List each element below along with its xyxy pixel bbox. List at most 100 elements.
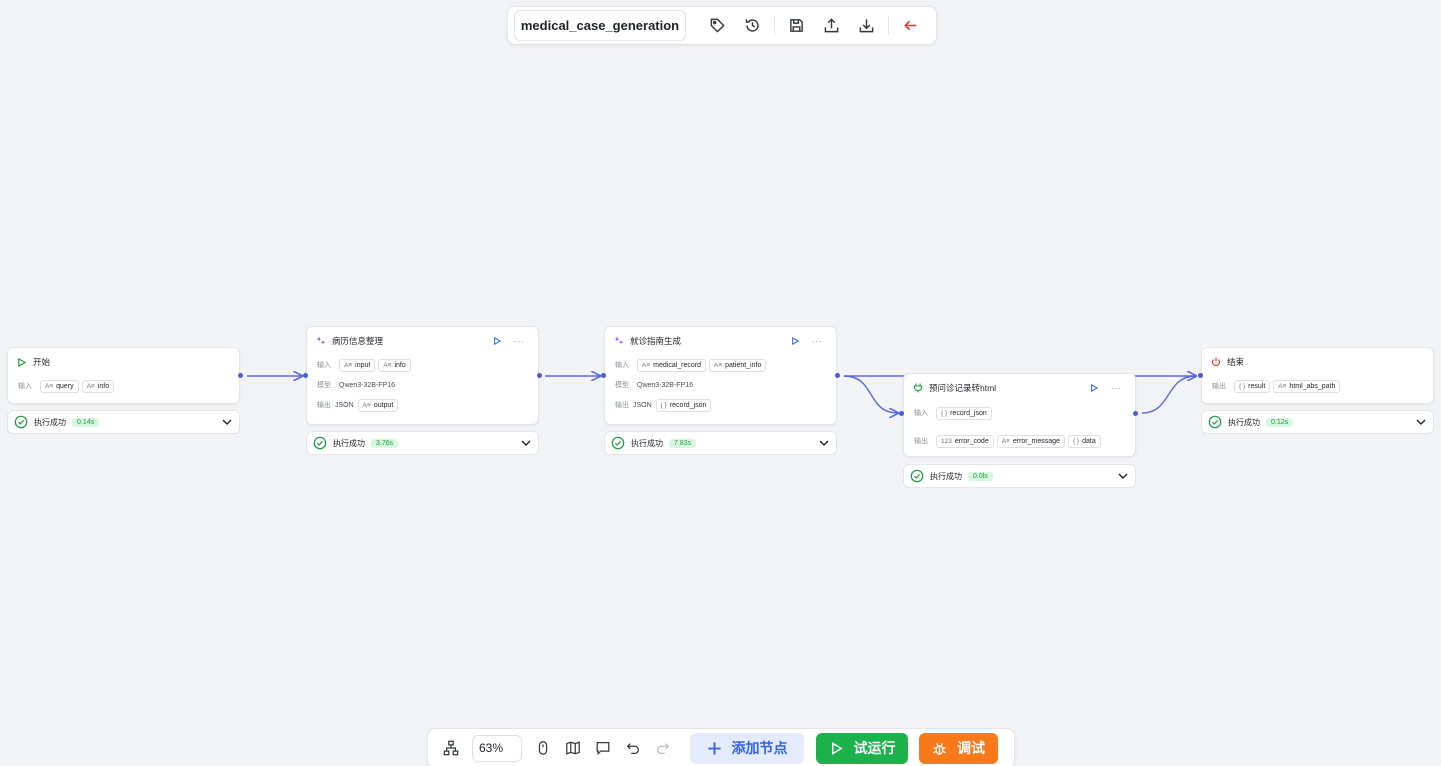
upload-icon[interactable] (814, 11, 849, 41)
auto-layout-icon[interactable] (436, 733, 466, 763)
zoom-level-input[interactable]: 63% (472, 734, 522, 762)
status-bar-guide-gen[interactable]: 执行成功 7.83s (604, 431, 837, 455)
run-node-button[interactable] (1083, 379, 1105, 397)
output-port[interactable] (238, 373, 243, 378)
param-tag: A≡html_abs_path (1273, 379, 1341, 393)
param-name: query (56, 382, 74, 390)
input-port[interactable] (899, 411, 904, 416)
input-port[interactable] (1198, 373, 1203, 378)
status-bar-start[interactable]: 执行成功 0.14s (7, 410, 240, 434)
param-tag: A≡error_message (996, 434, 1065, 448)
status-text: 执行成功 (631, 438, 663, 448)
toolbar-divider (888, 16, 889, 35)
param-tag: { }result (1234, 379, 1271, 393)
param-tag: { }data (1067, 434, 1101, 448)
node-inputs-row: 输入 { }record_json (904, 402, 1135, 424)
duration-badge: 7.83s (669, 438, 697, 448)
bottom-toolbar: 63% 添加节点 试运行 调试 (427, 728, 1015, 766)
more-menu-icon[interactable]: ··· (1110, 383, 1122, 393)
llm-sparkle-icon (315, 336, 326, 347)
param-name: info (394, 361, 406, 369)
history-icon[interactable] (735, 11, 770, 41)
param-name: output (373, 401, 394, 409)
type-icon: A≡ (642, 361, 651, 369)
input-port[interactable] (303, 373, 308, 378)
node-model-row: 模型 Qwen3-32B-FP16 (605, 375, 836, 395)
node-guide-gen[interactable]: 就诊指南生成 ··· 输入 A≡medical_record A≡patient… (604, 326, 837, 425)
input-port[interactable] (601, 373, 606, 378)
chevron-down-icon[interactable] (520, 437, 532, 449)
comment-icon[interactable] (588, 733, 618, 763)
status-bar-end[interactable]: 执行成功 0.12s (1201, 410, 1434, 434)
download-icon[interactable] (849, 11, 884, 41)
success-check-icon (14, 415, 28, 429)
type-icon: { } (1239, 382, 1246, 390)
node-title: 预问诊记录转html (929, 383, 997, 393)
redo-icon[interactable] (648, 733, 678, 763)
type-icon: A≡ (45, 382, 54, 390)
add-node-label: 添加节点 (731, 740, 788, 756)
success-check-icon (611, 436, 625, 450)
plugin-plug-icon (912, 383, 923, 394)
power-icon (1210, 357, 1221, 368)
mouse-mode-icon[interactable] (528, 733, 558, 763)
edge-guide-to-html[interactable] (843, 375, 898, 413)
param-name: record_json (950, 409, 987, 417)
chevron-down-icon[interactable] (1117, 470, 1129, 482)
param-name: result (1248, 382, 1266, 390)
play-icon (831, 741, 843, 755)
status-bar-to-html[interactable]: 执行成功 0.0ls (903, 464, 1136, 488)
save-icon[interactable] (779, 11, 814, 41)
chevron-down-icon[interactable] (1415, 416, 1427, 428)
node-end[interactable]: 结束 输出 { }result A≡html_abs_path (1201, 347, 1434, 404)
tag-icon[interactable] (700, 11, 735, 41)
edge-html-to-end[interactable] (1141, 375, 1197, 414)
duration-badge: 3.76s (371, 438, 399, 448)
status-bar-record-org[interactable]: 执行成功 3.76s (306, 431, 539, 455)
param-tag: { }record_json (936, 406, 992, 420)
type-icon: 123 (941, 437, 952, 445)
node-title: 开始 (33, 357, 51, 367)
model-label: 模型 (615, 382, 629, 389)
node-model-row: 模型 Qwen3-32B-FP16 (307, 375, 538, 395)
workflow-name-field[interactable]: medical_case_generation (514, 10, 686, 41)
type-icon: A≡ (344, 361, 353, 369)
test-run-button[interactable]: 试运行 (816, 732, 908, 764)
param-tag: A≡query (40, 379, 79, 393)
back-arrow-icon[interactable] (893, 11, 928, 41)
run-node-button[interactable] (784, 332, 806, 350)
model-label: 模型 (317, 382, 331, 389)
output-label: 输出 (317, 402, 331, 409)
param-name: patient_info (725, 361, 762, 369)
run-node-button[interactable] (486, 332, 508, 350)
undo-icon[interactable] (618, 733, 648, 763)
node-title: 结束 (1227, 357, 1245, 367)
chevron-down-icon[interactable] (818, 437, 830, 449)
node-start[interactable]: 开始 输入 A≡query A≡info (7, 347, 240, 404)
duration-badge: 0.12s (1266, 417, 1294, 427)
output-port[interactable] (1133, 411, 1138, 416)
type-icon: { } (1072, 437, 1080, 445)
node-outputs-row: 输出 JSON A≡output (307, 395, 538, 415)
success-check-icon (910, 469, 924, 483)
param-name: medical_record (653, 361, 701, 369)
output-port[interactable] (835, 373, 840, 378)
output-port[interactable] (537, 373, 542, 378)
output-format: JSON (633, 401, 652, 409)
add-node-button[interactable]: 添加节点 (690, 732, 804, 764)
more-menu-icon[interactable]: ··· (513, 336, 525, 346)
chevron-down-icon[interactable] (221, 416, 233, 428)
minimap-icon[interactable] (558, 733, 588, 763)
param-tag: A≡medical_record (637, 358, 706, 372)
type-icon: A≡ (383, 361, 392, 369)
status-text: 执行成功 (1228, 417, 1260, 427)
debug-button[interactable]: 调试 (919, 732, 998, 764)
node-record-org[interactable]: 病历信息整理 ··· 输入 A≡input A≡info 模型 Qwen3-32… (306, 326, 539, 425)
more-menu-icon[interactable]: ··· (811, 336, 823, 346)
input-label: 输入 (914, 410, 928, 417)
node-title: 病历信息整理 (332, 336, 384, 346)
llm-sparkle-icon (613, 336, 624, 347)
